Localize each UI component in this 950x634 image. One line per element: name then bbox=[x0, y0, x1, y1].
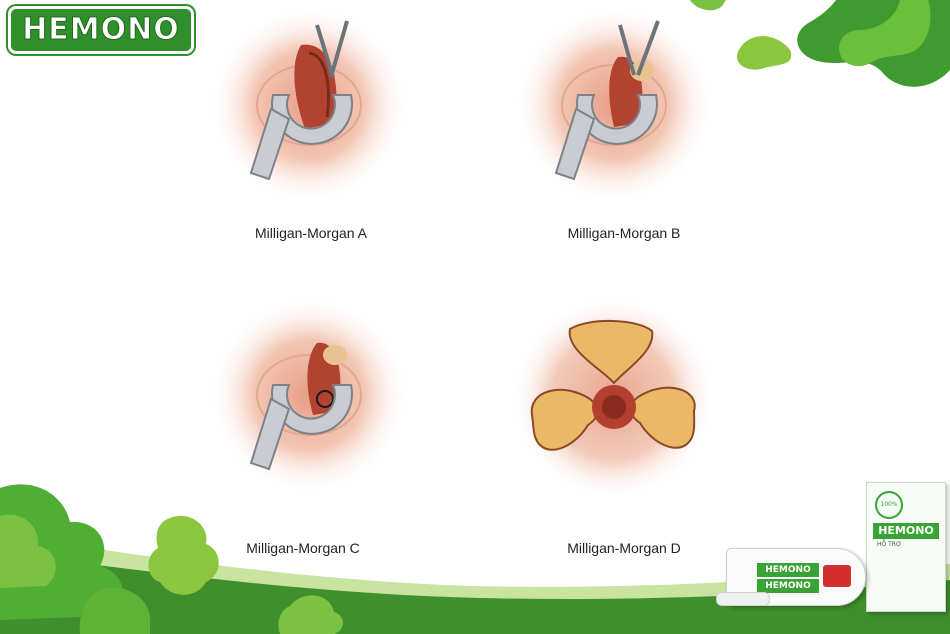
caption-a: Milligan-Morgan A bbox=[254, 225, 368, 241]
box-label: HEMONO bbox=[873, 523, 939, 539]
box-badge: 100% bbox=[875, 491, 903, 519]
hemono-logo: HEMONO bbox=[8, 6, 194, 54]
product-box: 100% HEMONO HỖ TRỢ bbox=[866, 482, 946, 612]
tube-red-mark bbox=[823, 565, 851, 587]
tube-label: HEMONO bbox=[757, 563, 819, 577]
tube-label-2: HEMONO bbox=[757, 579, 819, 593]
bottom-wave-decoration bbox=[0, 484, 950, 634]
illustration-b bbox=[514, 5, 714, 205]
caption-b: Milligan-Morgan B bbox=[567, 225, 681, 241]
illustration-a bbox=[209, 5, 409, 205]
box-subtitle: HỖ TRỢ bbox=[877, 541, 902, 548]
caption-d: Milligan-Morgan D bbox=[567, 540, 681, 556]
caption-c: Milligan-Morgan C bbox=[246, 540, 360, 556]
logo-text: HEMONO bbox=[22, 12, 180, 47]
illustration-d bbox=[510, 295, 716, 501]
applicator bbox=[716, 592, 770, 606]
top-right-decoration bbox=[690, 0, 950, 87]
illustration-c bbox=[209, 295, 409, 495]
